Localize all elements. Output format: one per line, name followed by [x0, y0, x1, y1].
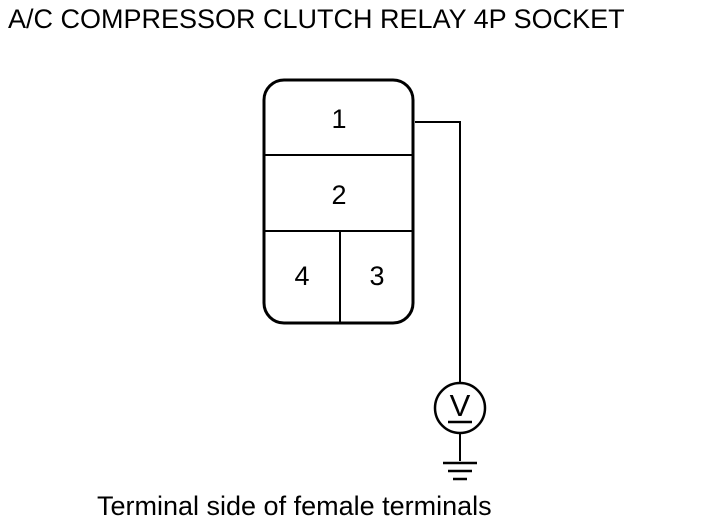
relay-socket-connector: 1 2 4 3: [262, 78, 415, 325]
terminal-4-label: 4: [294, 261, 309, 291]
terminal-3-label: 3: [369, 261, 384, 291]
voltmeter-icon: V: [433, 381, 487, 435]
terminal-1-label: 1: [331, 104, 346, 134]
connector-outline: [262, 78, 415, 325]
test-lead-wire: [415, 121, 461, 384]
voltmeter-symbol: V: [450, 388, 471, 423]
diagram-title: A/C COMPRESSOR CLUTCH RELAY 4P SOCKET: [8, 4, 625, 34]
ground-icon: [443, 461, 477, 481]
terminal-2-label: 2: [331, 180, 346, 210]
diagram-caption: Terminal side of female terminals: [97, 491, 492, 521]
